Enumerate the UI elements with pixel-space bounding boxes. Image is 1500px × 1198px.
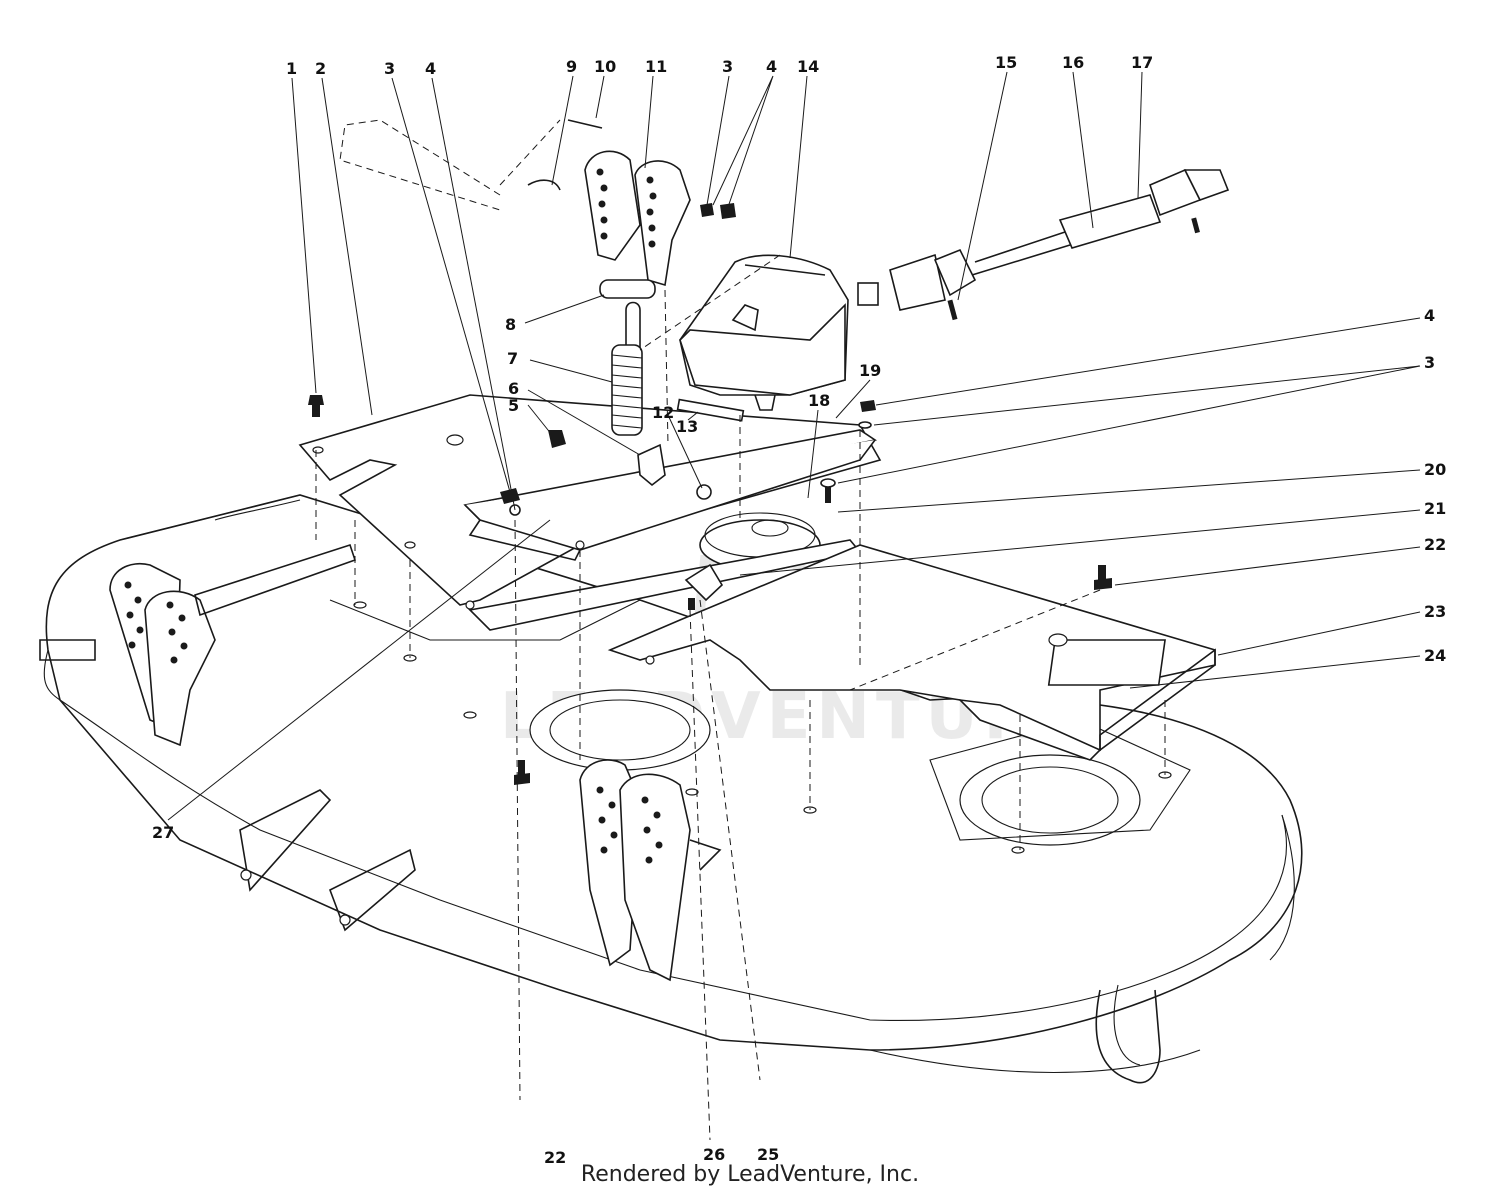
nut-25 <box>684 563 724 602</box>
lift-link-plates <box>527 119 691 299</box>
decal-plate <box>1047 639 1166 686</box>
spindle-opening-right <box>959 754 1141 846</box>
drive-shaft <box>889 168 1230 321</box>
callout-26: 26 <box>703 1145 725 1164</box>
hitch-arm-right <box>328 848 416 932</box>
callout-25: 25 <box>757 1145 779 1164</box>
callout-2: 2 <box>315 59 326 78</box>
spring <box>611 301 643 436</box>
callout-21: 21 <box>1424 499 1446 518</box>
callout-4: 4 <box>425 59 436 78</box>
pin-13 <box>676 398 745 422</box>
callout-27: 27 <box>152 823 174 842</box>
callout-labels: 1 2 3 4 9 10 11 3 4 14 15 16 17 8 7 6 5 … <box>152 53 1446 1167</box>
callout-6: 6 <box>508 379 519 398</box>
hardware <box>308 203 1112 785</box>
callout-24: 24 <box>1424 646 1446 665</box>
height-bracket-front <box>579 759 691 982</box>
callout-15: 15 <box>995 53 1017 72</box>
callout-17: 17 <box>1131 53 1153 72</box>
callout-18: 18 <box>808 391 830 410</box>
callout-9: 9 <box>566 57 577 76</box>
pivot-bracket <box>637 398 745 487</box>
deck-mount-holes <box>353 601 1172 854</box>
callout-16: 16 <box>1062 53 1084 72</box>
leader-lines <box>167 71 1421 821</box>
callout-3: 3 <box>384 59 395 78</box>
callout-4b: 4 <box>766 57 777 76</box>
callout-10: 10 <box>594 57 616 76</box>
callout-3b: 3 <box>722 57 733 76</box>
gearbox <box>679 254 879 411</box>
callout-22: 22 <box>1424 535 1446 554</box>
spindle-opening-left <box>529 689 711 771</box>
callout-19: 19 <box>859 361 881 380</box>
bolt-10 <box>567 119 603 129</box>
callout-20: 20 <box>1424 460 1446 479</box>
callout-22b: 22 <box>544 1148 566 1167</box>
callout-23: 23 <box>1424 602 1446 621</box>
callout-1: 1 <box>286 59 297 78</box>
callout-5: 5 <box>508 396 519 415</box>
callout-8: 8 <box>505 315 516 334</box>
support-channel <box>463 429 878 631</box>
pin-9 <box>527 179 561 191</box>
callout-7: 7 <box>507 349 518 368</box>
height-bracket-left <box>109 563 216 747</box>
belt-cover-right <box>607 544 1216 761</box>
mower-deck-housing <box>39 494 1303 1084</box>
callout-14: 14 <box>797 57 819 76</box>
dashed-guide-lines <box>315 119 1166 1141</box>
callout-13: 13 <box>676 417 698 436</box>
callout-12: 12 <box>652 403 674 422</box>
callout-3c: 3 <box>1424 353 1435 372</box>
callout-11: 11 <box>645 57 667 76</box>
spacer-8 <box>599 279 656 299</box>
callout-4c: 4 <box>1424 306 1435 325</box>
gearbox-input-shaft <box>857 282 879 306</box>
footer-credit: Rendered by LeadVenture, Inc. <box>580 1162 920 1187</box>
